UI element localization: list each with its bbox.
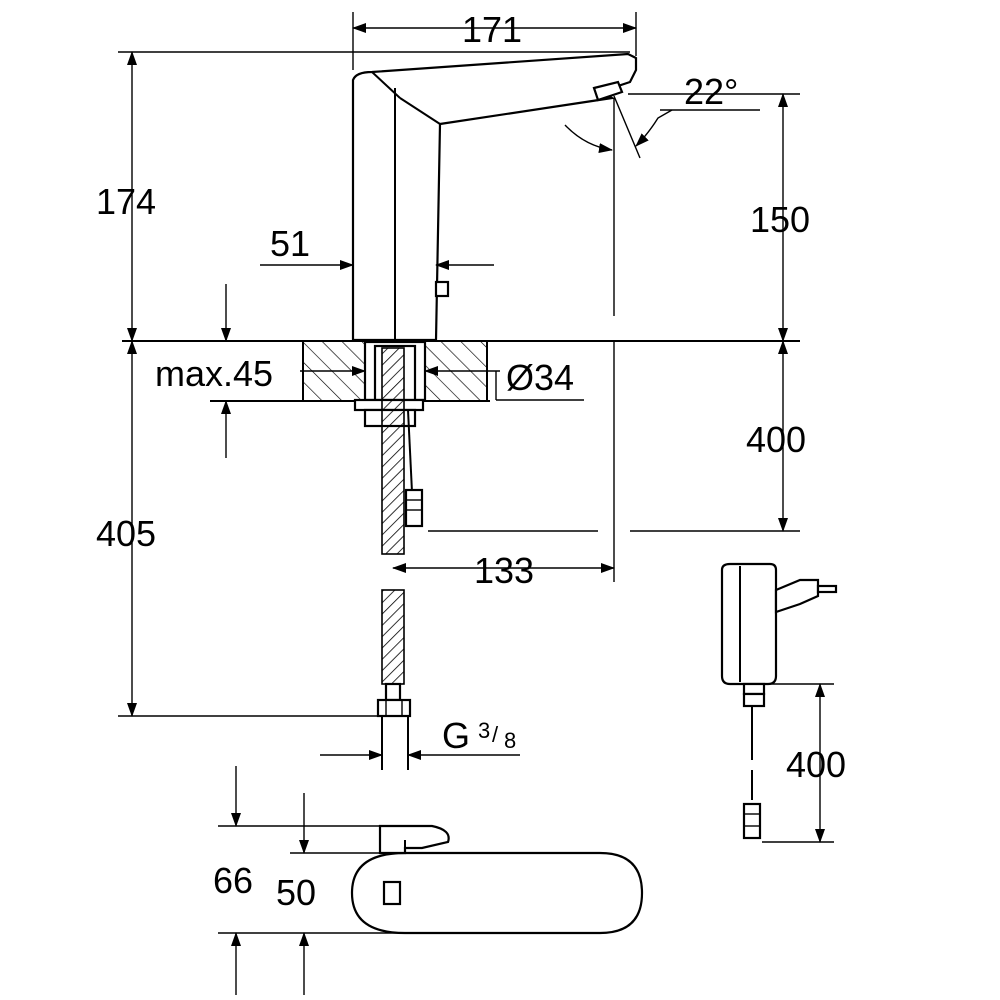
aerator	[592, 80, 624, 102]
dim-405: 405	[96, 513, 156, 554]
dimension-lines	[118, 12, 834, 995]
power-adapter	[720, 562, 838, 840]
dim-400-adapter: 400	[786, 744, 846, 785]
dim-51: 51	[270, 223, 310, 264]
plug-pins	[816, 584, 838, 594]
dimension-labels: 171 22° 174 150 51 max.45 Ø34 400 405 13…	[96, 9, 846, 913]
dim-133: 133	[474, 550, 534, 591]
faucet-body	[351, 52, 638, 342]
dim-150: 150	[750, 199, 810, 240]
dim-171: 171	[462, 9, 522, 50]
dim-50: 50	[276, 872, 316, 913]
dim-hole-34: Ø34	[506, 357, 574, 398]
hose-nut	[376, 698, 412, 718]
dim-thread-num: 3	[478, 718, 490, 743]
dim-thread-slash: /	[492, 722, 499, 747]
dim-66: 66	[213, 860, 253, 901]
cable-plug	[404, 488, 424, 528]
side-button	[434, 280, 450, 298]
dim-400-hose: 400	[746, 419, 806, 460]
dim-thread-den: 8	[504, 728, 516, 753]
dim-22-deg: 22°	[684, 71, 738, 112]
dim-max-45: max.45	[155, 353, 273, 394]
supply-hose	[376, 347, 424, 770]
sensor-window	[382, 880, 402, 906]
dim-thread-g: G	[442, 715, 470, 756]
faucet-top-view	[350, 824, 644, 935]
dim-174: 174	[96, 181, 156, 222]
adapter-cable-plug	[742, 802, 762, 840]
deck-section	[122, 340, 800, 402]
